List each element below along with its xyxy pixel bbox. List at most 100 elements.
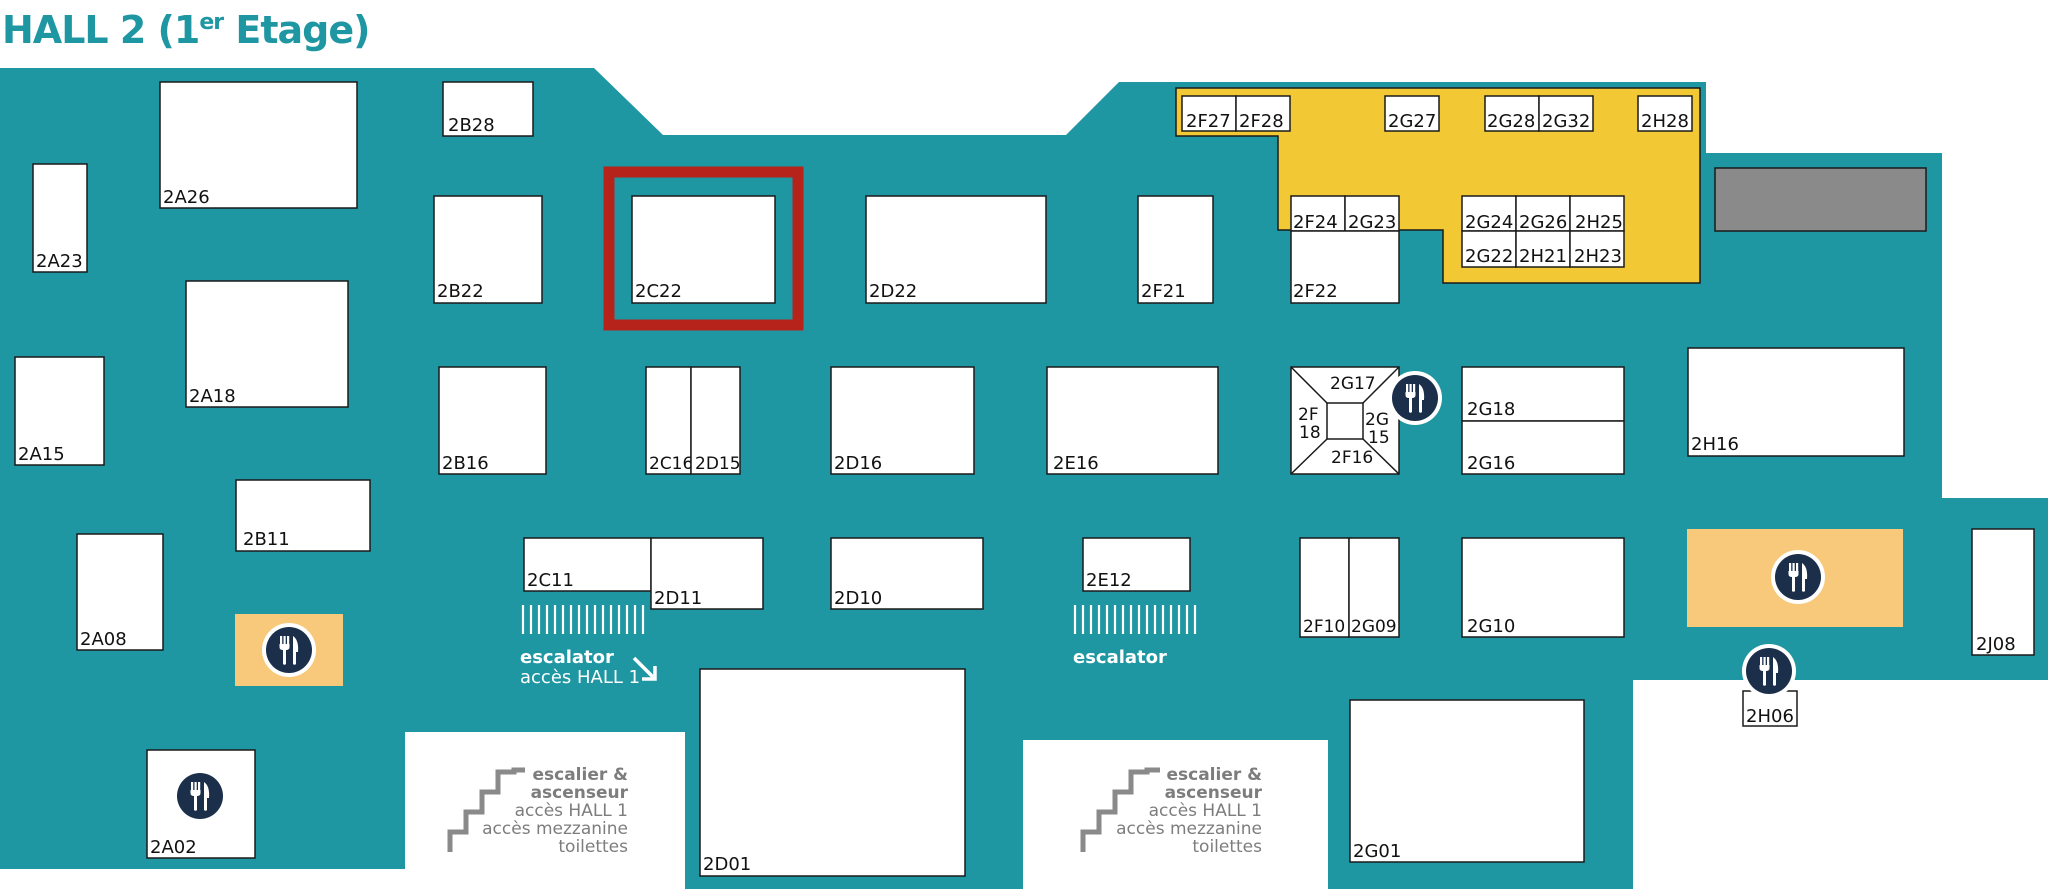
svg-text:2E16: 2E16 — [1053, 453, 1099, 474]
booth-2G23[interactable]: 2G23 — [1344, 195, 1400, 233]
stairs-line1-left: escalier & — [532, 765, 628, 785]
booth-2H25[interactable]: 2H25 — [1569, 195, 1625, 233]
booth-2D16[interactable]: 2D16 — [830, 366, 975, 475]
stairs-line2-right: ascenseur — [1165, 783, 1263, 803]
svg-text:2G16: 2G16 — [1467, 453, 1515, 474]
svg-text:2F24: 2F24 — [1293, 212, 1338, 233]
booth-2D15[interactable]: 2D15 — [690, 366, 741, 475]
booth-2D01[interactable]: 2D01 — [699, 668, 966, 877]
svg-text:2F10: 2F10 — [1303, 617, 1345, 637]
svg-text:2G18: 2G18 — [1467, 399, 1515, 420]
booth-2G27[interactable]: 2G27 — [1384, 95, 1440, 132]
booth-2B11[interactable]: 2B11 — [235, 479, 371, 552]
booth-2H23[interactable]: 2H23 — [1569, 230, 1625, 268]
booth-2J08[interactable]: 2J08 — [1971, 528, 2035, 656]
booth-2E12[interactable]: 2E12 — [1082, 537, 1191, 592]
svg-text:15: 15 — [1368, 428, 1390, 448]
svg-text:2H28: 2H28 — [1641, 111, 1689, 132]
booth-2A26[interactable]: 2A26 — [159, 81, 358, 209]
svg-text:2G26: 2G26 — [1519, 212, 1567, 233]
booth-2F22[interactable]: 2F22 — [1290, 230, 1400, 304]
svg-text:2H25: 2H25 — [1575, 212, 1623, 233]
svg-text:2F21: 2F21 — [1141, 281, 1186, 302]
grey-block — [1714, 167, 1927, 232]
booth-2B22[interactable]: 2B22 — [433, 195, 543, 304]
booth-2A23[interactable]: 2A23 — [32, 163, 88, 273]
svg-text:2A26: 2A26 — [163, 187, 210, 208]
escalator-stripes-right — [1073, 605, 1197, 634]
svg-text:2D15: 2D15 — [695, 454, 741, 474]
escalator-label-left: escalator — [520, 647, 614, 668]
booth-2G10[interactable]: 2G10 — [1461, 537, 1625, 638]
svg-text:2D22: 2D22 — [869, 281, 917, 302]
restaurant-icon[interactable] — [1742, 644, 1796, 698]
booth-2A08[interactable]: 2A08 — [76, 533, 164, 651]
stairs-line5-right: toilettes — [1192, 837, 1262, 857]
booth-pavilion-2F16-2G17[interactable]: 2G17 2F16 2F 18 2G 15 — [1290, 366, 1400, 475]
booth-2H28[interactable]: 2H28 — [1637, 95, 1693, 132]
booth-2D11[interactable]: 2D11 — [650, 537, 764, 610]
svg-text:2G28: 2G28 — [1487, 111, 1535, 132]
svg-text:2D10: 2D10 — [834, 588, 882, 609]
stairs-area-right — [1023, 740, 1328, 889]
booth-2F27[interactable]: 2F27 — [1181, 95, 1237, 132]
restaurant-icon[interactable] — [262, 623, 316, 677]
booth-2F21[interactable]: 2F21 — [1137, 195, 1214, 304]
highlighted-booth-frame — [603, 166, 804, 331]
escalator-label-right: escalator — [1073, 647, 1167, 668]
svg-text:2G10: 2G10 — [1467, 616, 1515, 637]
booth-2F10[interactable]: 2F10 — [1299, 537, 1350, 638]
stairs-line1-right: escalier & — [1166, 765, 1262, 785]
booth-2H16[interactable]: 2H16 — [1687, 347, 1905, 457]
booth-2G22[interactable]: 2G22 — [1461, 230, 1517, 268]
booth-2G01[interactable]: 2G01 — [1349, 699, 1585, 863]
booth-2B16[interactable]: 2B16 — [438, 366, 547, 475]
stairs-line4-left: accès mezzanine — [482, 819, 628, 839]
svg-text:2H23: 2H23 — [1574, 246, 1622, 267]
svg-text:2A23: 2A23 — [36, 251, 83, 272]
svg-text:2C22: 2C22 — [635, 281, 682, 302]
booth-2G28[interactable]: 2G28 — [1484, 95, 1540, 132]
booth-2G32[interactable]: 2G32 — [1538, 95, 1594, 132]
svg-text:2G24: 2G24 — [1465, 212, 1513, 233]
svg-text:2C11: 2C11 — [527, 570, 574, 591]
stairs-line2-left: ascenseur — [531, 783, 629, 803]
arrow-down-right-icon — [632, 656, 657, 681]
restaurant-icon[interactable] — [1771, 550, 1825, 604]
svg-text:2H16: 2H16 — [1691, 434, 1739, 455]
svg-text:2G17: 2G17 — [1330, 374, 1376, 394]
svg-text:2H21: 2H21 — [1519, 246, 1567, 267]
booth-2H21[interactable]: 2H21 — [1515, 230, 1571, 268]
booth-2D10[interactable]: 2D10 — [830, 537, 984, 610]
booth-2G16[interactable]: 2G16 — [1461, 420, 1625, 475]
booth-2C11[interactable]: 2C11 — [523, 537, 652, 592]
booth-2C22[interactable]: 2C22 — [631, 195, 776, 304]
booth-2D22[interactable]: 2D22 — [865, 195, 1047, 304]
svg-text:2B22: 2B22 — [437, 281, 484, 302]
booth-2B28[interactable]: 2B28 — [442, 81, 534, 137]
booth-2E16[interactable]: 2E16 — [1046, 366, 1219, 475]
booth-2F24[interactable]: 2F24 — [1290, 195, 1346, 233]
booth-2A15[interactable]: 2A15 — [14, 356, 105, 466]
stairs-icon — [1080, 767, 1160, 852]
booth-2G24[interactable]: 2G24 — [1461, 195, 1517, 233]
booth-2H06[interactable]: 2H06 — [1742, 690, 1798, 727]
hall-title: HALL 2 (1er Etage) — [2, 8, 370, 52]
svg-text:2F27: 2F27 — [1186, 111, 1231, 132]
booth-2A18[interactable]: 2A18 — [185, 280, 349, 408]
svg-text:2F: 2F — [1298, 405, 1319, 425]
svg-text:2G22: 2G22 — [1465, 246, 1513, 267]
booth-2G26[interactable]: 2G26 — [1515, 195, 1571, 233]
svg-text:2A15: 2A15 — [18, 444, 65, 465]
booth-2C16[interactable]: 2C16 — [645, 366, 693, 475]
booth-2G18[interactable]: 2G18 — [1461, 366, 1625, 422]
booth-2F28[interactable]: 2F28 — [1235, 95, 1291, 132]
booth-2G09[interactable]: 2G09 — [1348, 537, 1400, 638]
svg-text:2H06: 2H06 — [1746, 706, 1794, 727]
svg-text:2B28: 2B28 — [448, 115, 495, 136]
restaurant-icon[interactable] — [173, 769, 227, 823]
svg-text:2D01: 2D01 — [703, 854, 751, 875]
svg-text:2G09: 2G09 — [1351, 617, 1397, 637]
svg-text:2G01: 2G01 — [1353, 841, 1401, 862]
restaurant-icon[interactable] — [1388, 371, 1442, 425]
